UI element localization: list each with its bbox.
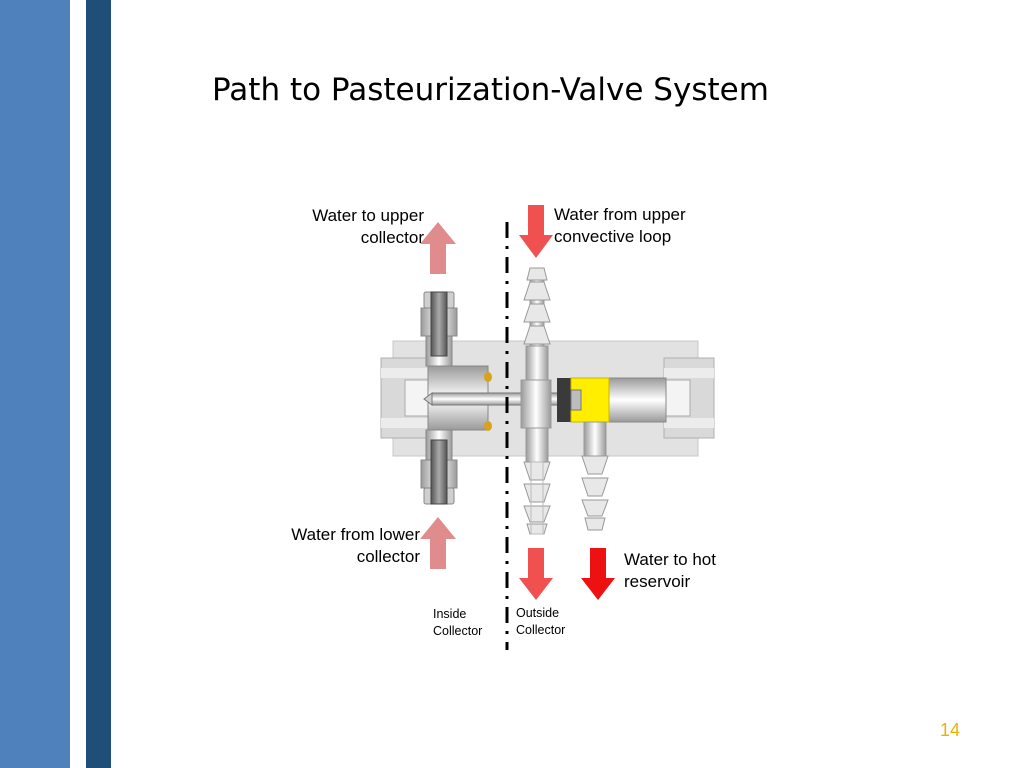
side-bar-dark — [86, 0, 111, 768]
arrow-down-to-hot-reservoir — [581, 548, 615, 600]
lower-barb-nipple — [523, 427, 551, 535]
upper-compression-fitting — [420, 291, 458, 367]
label-line: Outside — [516, 606, 560, 620]
slide-title: Path to Pasteurization-Valve System — [212, 72, 769, 108]
label-line: convective loop — [554, 227, 672, 246]
label-line: reservoir — [624, 572, 691, 591]
arrow-down-from-upper-loop — [519, 205, 553, 258]
label-line: Collector — [516, 623, 566, 637]
arrow-up-to-upper-collector — [420, 222, 456, 274]
label-inside-collector: Inside Collector — [433, 606, 482, 640]
center-tee — [520, 379, 552, 429]
label-water-from-upper-loop: Water from upper convective loop — [554, 204, 686, 248]
arrow-up-from-lower-collector — [420, 517, 456, 569]
valve-stem — [423, 392, 581, 406]
label-line: collector — [360, 228, 424, 247]
label-water-from-lower-collector: Water from lower collector — [291, 524, 420, 568]
label-line: Water to hot — [624, 550, 716, 569]
label-water-to-hot-reservoir: Water to hot reservoir — [624, 549, 716, 593]
label-outside-collector: Outside Collector — [516, 605, 565, 639]
side-bar-light — [0, 0, 70, 768]
arrow-down-center-outlet — [519, 548, 553, 600]
left-end-fitting — [380, 357, 432, 439]
label-water-to-upper-collector: Water to upper collector — [312, 205, 424, 249]
label-line: Water from lower — [291, 525, 420, 544]
label-line: Collector — [433, 624, 483, 638]
reservoir-barb-nipple — [581, 421, 609, 531]
label-line: Water to upper — [312, 206, 424, 225]
label-line: Inside — [433, 607, 467, 621]
page-number: 14 — [939, 720, 960, 740]
lower-compression-fitting — [420, 429, 458, 505]
label-line: collector — [356, 547, 420, 566]
label-line: Water from upper — [554, 205, 686, 224]
right-housing — [557, 377, 667, 423]
upper-barb-nipple — [523, 267, 551, 381]
right-end-fitting — [663, 357, 715, 439]
